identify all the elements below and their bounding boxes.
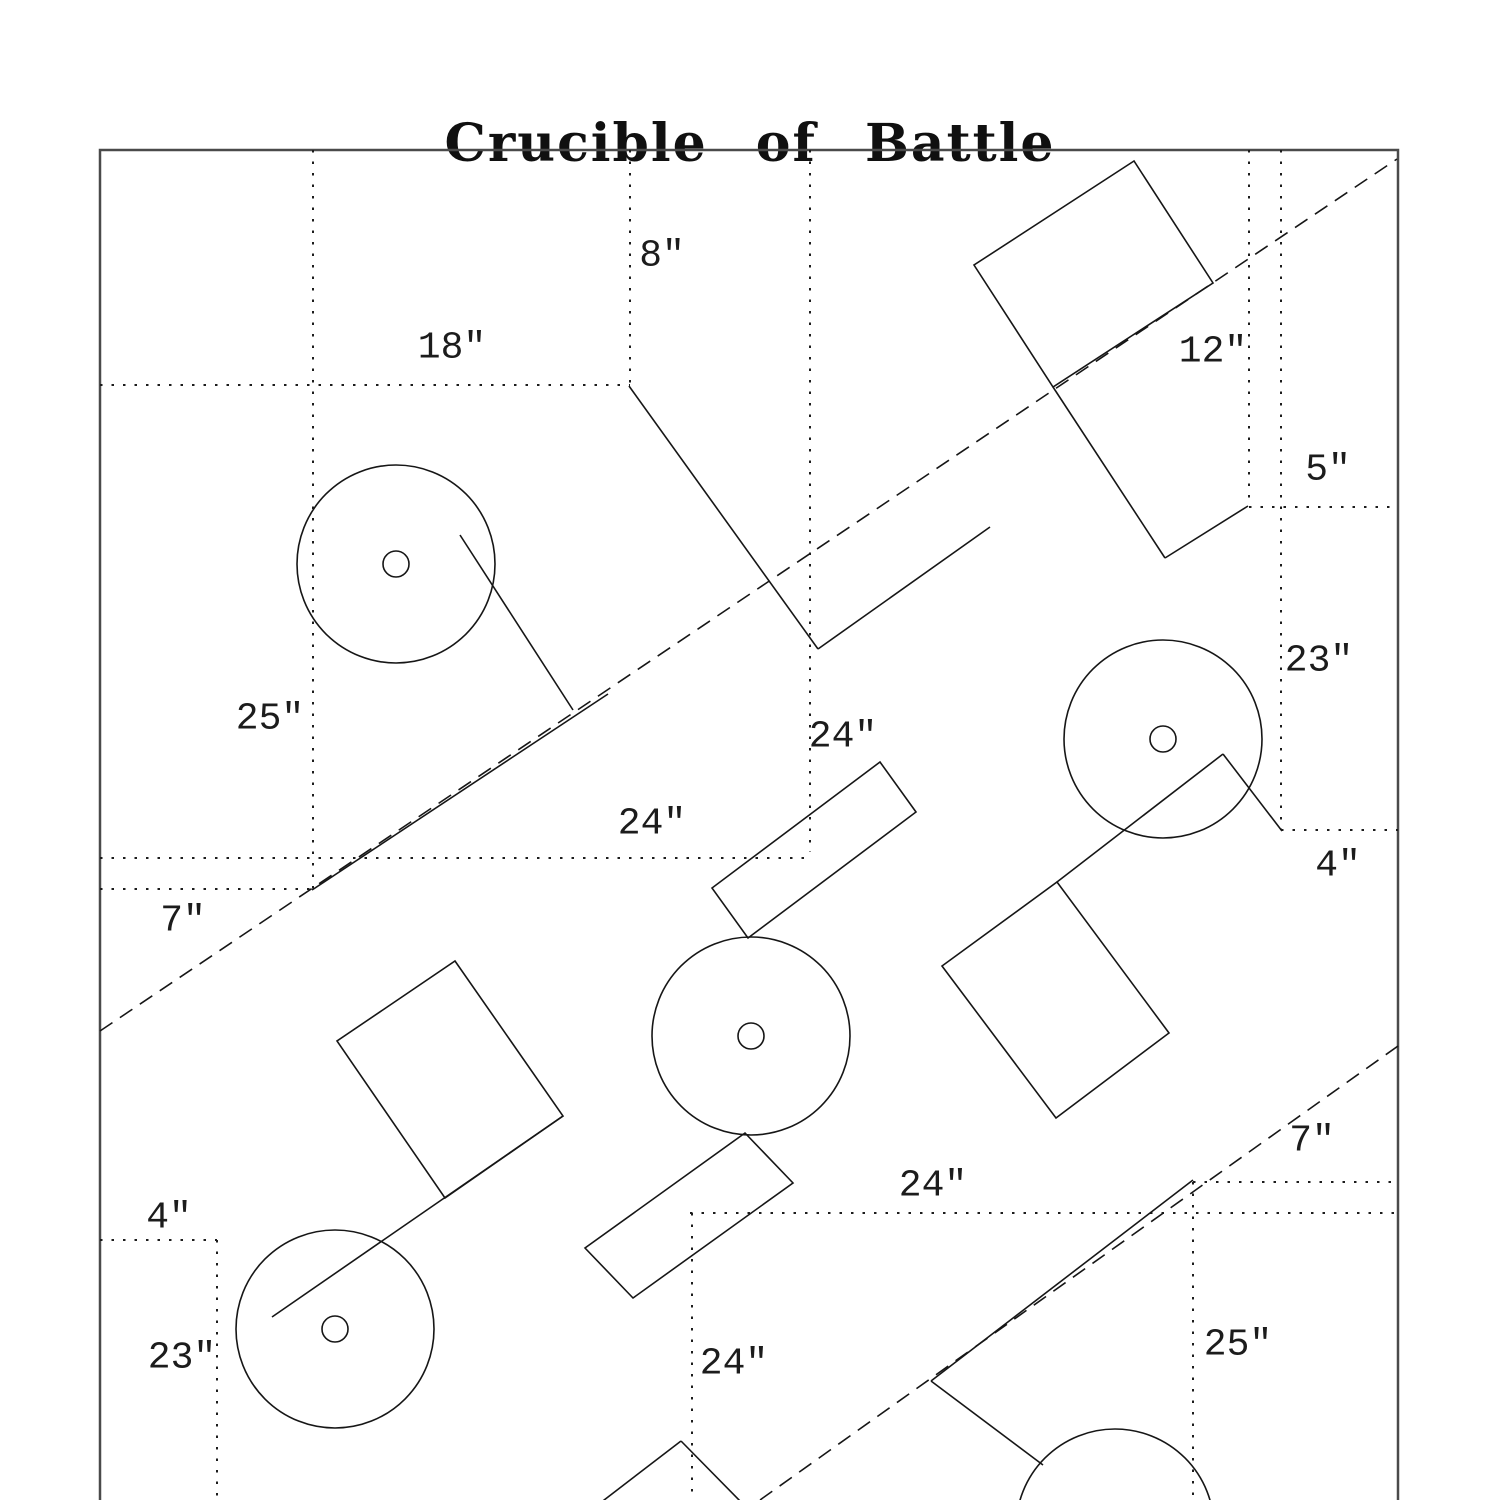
- measurement-label: 23″: [1285, 640, 1353, 683]
- deployment-edge-line: [680, 1440, 741, 1500]
- measurement-label: 8″: [639, 235, 685, 278]
- measurement-label: 25″: [1204, 1324, 1272, 1367]
- deployment-edge-line: [628, 385, 819, 650]
- terrain-rect: [710, 760, 918, 940]
- board-border: [98, 148, 1400, 1500]
- measurement-label: 23″: [148, 1337, 216, 1380]
- measurement-label: 12″: [1179, 331, 1247, 374]
- terrain-rect: [583, 1131, 795, 1300]
- deployment-edge-line: [602, 1440, 682, 1500]
- measurement-label: 7″: [1289, 1120, 1335, 1163]
- measurement-label: 24″: [618, 803, 686, 846]
- deployment-dashed-line: [759, 1045, 1399, 1500]
- objective-center-dot: [1149, 725, 1177, 753]
- measurement-label: 25″: [236, 698, 304, 741]
- measurement-label: 4″: [1315, 845, 1361, 888]
- terrain-rect: [972, 159, 1215, 389]
- objective-circle: [651, 936, 851, 1136]
- deployment-edge-line: [817, 526, 991, 650]
- objective-center-dot: [737, 1022, 765, 1050]
- objective-circle: [296, 464, 496, 664]
- deployment-edge-line: [1164, 505, 1249, 559]
- deployment-edge-line: [930, 1380, 1044, 1466]
- map-title: Crucible of Battle: [444, 112, 1056, 174]
- deployment-edge-line: [311, 693, 609, 891]
- objective-circle: [1019, 1428, 1211, 1500]
- objective-center-dot: [321, 1315, 349, 1343]
- terrain-rect: [335, 959, 565, 1200]
- measurement-label: 24″: [700, 1343, 768, 1386]
- objective-circle: [1063, 639, 1263, 839]
- measurement-label: 7″: [160, 900, 206, 943]
- terrain-rect: [940, 880, 1171, 1120]
- deployment-edge-line: [1056, 753, 1224, 883]
- measurement-label: 18″: [418, 327, 486, 370]
- measurement-label: 24″: [809, 716, 877, 759]
- measurement-label: 5″: [1305, 449, 1351, 492]
- deployment-edge-line: [1222, 753, 1283, 832]
- measurement-label: 4″: [146, 1197, 192, 1240]
- deployment-edge-line: [930, 1179, 1194, 1382]
- deployment-edge-line: [1052, 386, 1166, 559]
- objective-center-dot: [382, 550, 410, 578]
- objective-circle: [235, 1229, 435, 1429]
- deployment-edge-line: [459, 534, 574, 711]
- measurement-label: 24″: [899, 1165, 967, 1208]
